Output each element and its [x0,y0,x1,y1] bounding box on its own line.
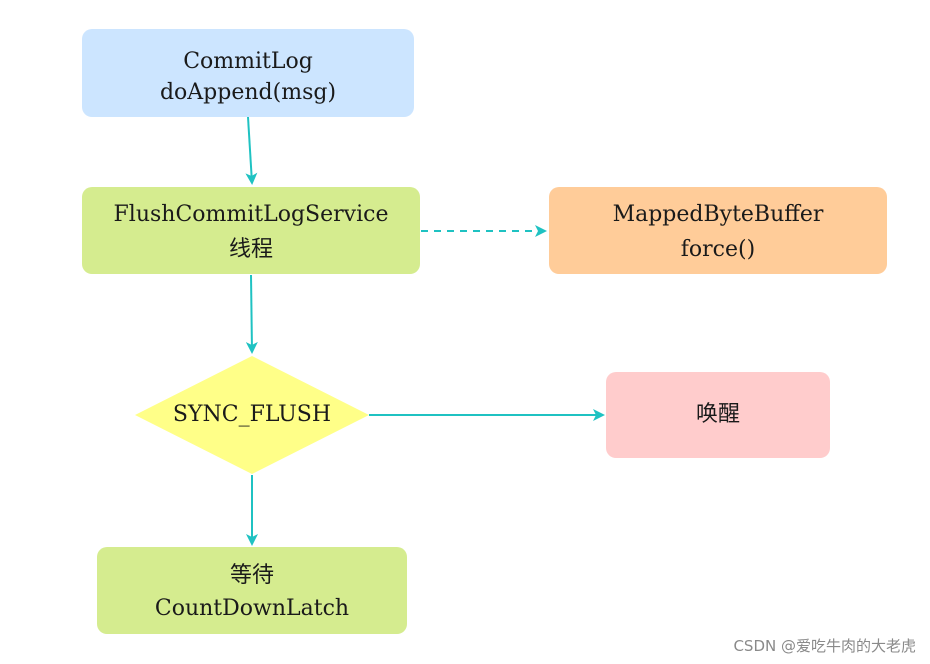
watermark: CSDN @爱吃牛肉的大老虎 [733,637,916,655]
edge-flush-service-to-sync-flush [245,274,258,354]
node-wait-latch-line1: 等待 [230,563,274,588]
edges [245,116,605,546]
node-commitlog-line2: doAppend(msg) [160,80,336,105]
edge-commitlog-to-flush-service [245,116,258,185]
node-sync-flush-label: SYNC_FLUSH [173,402,331,427]
node-sync-flush: SYNC_FLUSH [135,356,369,474]
node-wait-latch-line2: CountDownLatch [155,596,349,621]
node-wait-latch-box [97,547,407,634]
node-wakeup-box [606,372,830,458]
node-mapped-buffer-line1: MappedByteBuffer [613,202,824,227]
node-sync-flush-diamond [135,356,369,474]
node-commitlog-box [82,29,414,117]
node-flush-service-line1: FlushCommitLogService [114,202,389,227]
node-wait-latch: 等待 CountDownLatch [97,547,407,634]
node-mapped-buffer-line2: force() [681,237,755,262]
node-mapped-buffer-box [549,187,887,274]
node-flush-service-line2: 线程 [229,237,273,262]
node-flush-service-box [82,187,420,274]
node-commitlog: CommitLog doAppend(msg) [82,29,414,117]
node-commitlog-line1: CommitLog [183,49,313,74]
node-wakeup-label: 唤醒 [696,402,740,427]
node-mapped-buffer: MappedByteBuffer force() [549,187,887,274]
node-wakeup: 唤醒 [606,372,830,458]
node-flush-service: FlushCommitLogService 线程 [82,187,420,274]
